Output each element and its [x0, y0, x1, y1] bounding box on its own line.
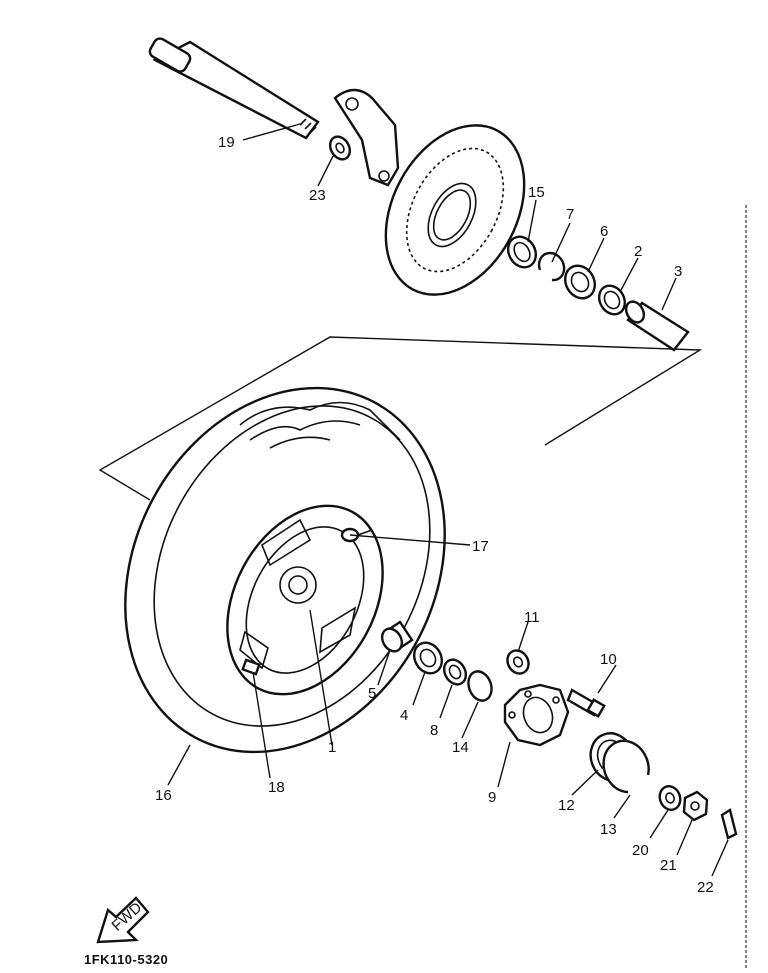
bolt-10 [566, 688, 606, 718]
label-14: 14 [452, 739, 469, 756]
circlip-13 [602, 739, 650, 794]
washer-20 [658, 785, 682, 811]
label-7: 7 [566, 206, 574, 223]
upper-part-15 [506, 235, 538, 269]
collar-3 [624, 300, 690, 352]
sprocket-hub-9 [503, 683, 570, 747]
label-21: 21 [660, 857, 677, 874]
oil-seal-8 [442, 658, 468, 686]
diagram-code: 1FK110-5320 [84, 952, 169, 967]
label-22: 22 [697, 879, 714, 896]
bearing-4 [412, 641, 444, 675]
label-13: 13 [600, 821, 617, 838]
o-ring-14 [467, 670, 493, 702]
oil-seal-2 [597, 284, 627, 316]
label-5: 5 [368, 685, 376, 702]
bearing-6 [563, 264, 597, 300]
circlip-7 [537, 251, 566, 282]
cotter-pin-22 [720, 808, 738, 840]
balance-weight [241, 658, 261, 676]
label-6: 6 [600, 223, 608, 240]
wheel-rim [226, 504, 384, 696]
label-18: 18 [268, 779, 285, 796]
castle-nut-21 [682, 790, 709, 822]
label-12: 12 [558, 797, 575, 814]
label-1: 1 [328, 739, 336, 756]
label-20: 20 [632, 842, 649, 859]
label-4: 4 [400, 707, 408, 724]
axle [148, 37, 320, 140]
spacer-5 [380, 620, 414, 653]
label-23: 23 [309, 187, 326, 204]
label-2: 2 [634, 243, 642, 260]
caliper-bracket [333, 88, 400, 187]
washer [328, 135, 352, 161]
label-17: 17 [472, 538, 489, 555]
label-9: 9 [488, 789, 496, 806]
label-15: 15 [528, 184, 545, 201]
label-8: 8 [430, 722, 438, 739]
label-10: 10 [600, 651, 617, 668]
brake-disc [384, 124, 526, 296]
assembly-outline [98, 336, 703, 501]
label-11: 11 [524, 609, 540, 626]
label-3: 3 [674, 263, 682, 280]
label-19: 19 [218, 134, 235, 151]
label-16: 16 [155, 787, 172, 804]
bushing-11 [506, 649, 530, 675]
forward-arrow-icon: FWD [96, 896, 150, 944]
leader-lines [167, 123, 729, 877]
